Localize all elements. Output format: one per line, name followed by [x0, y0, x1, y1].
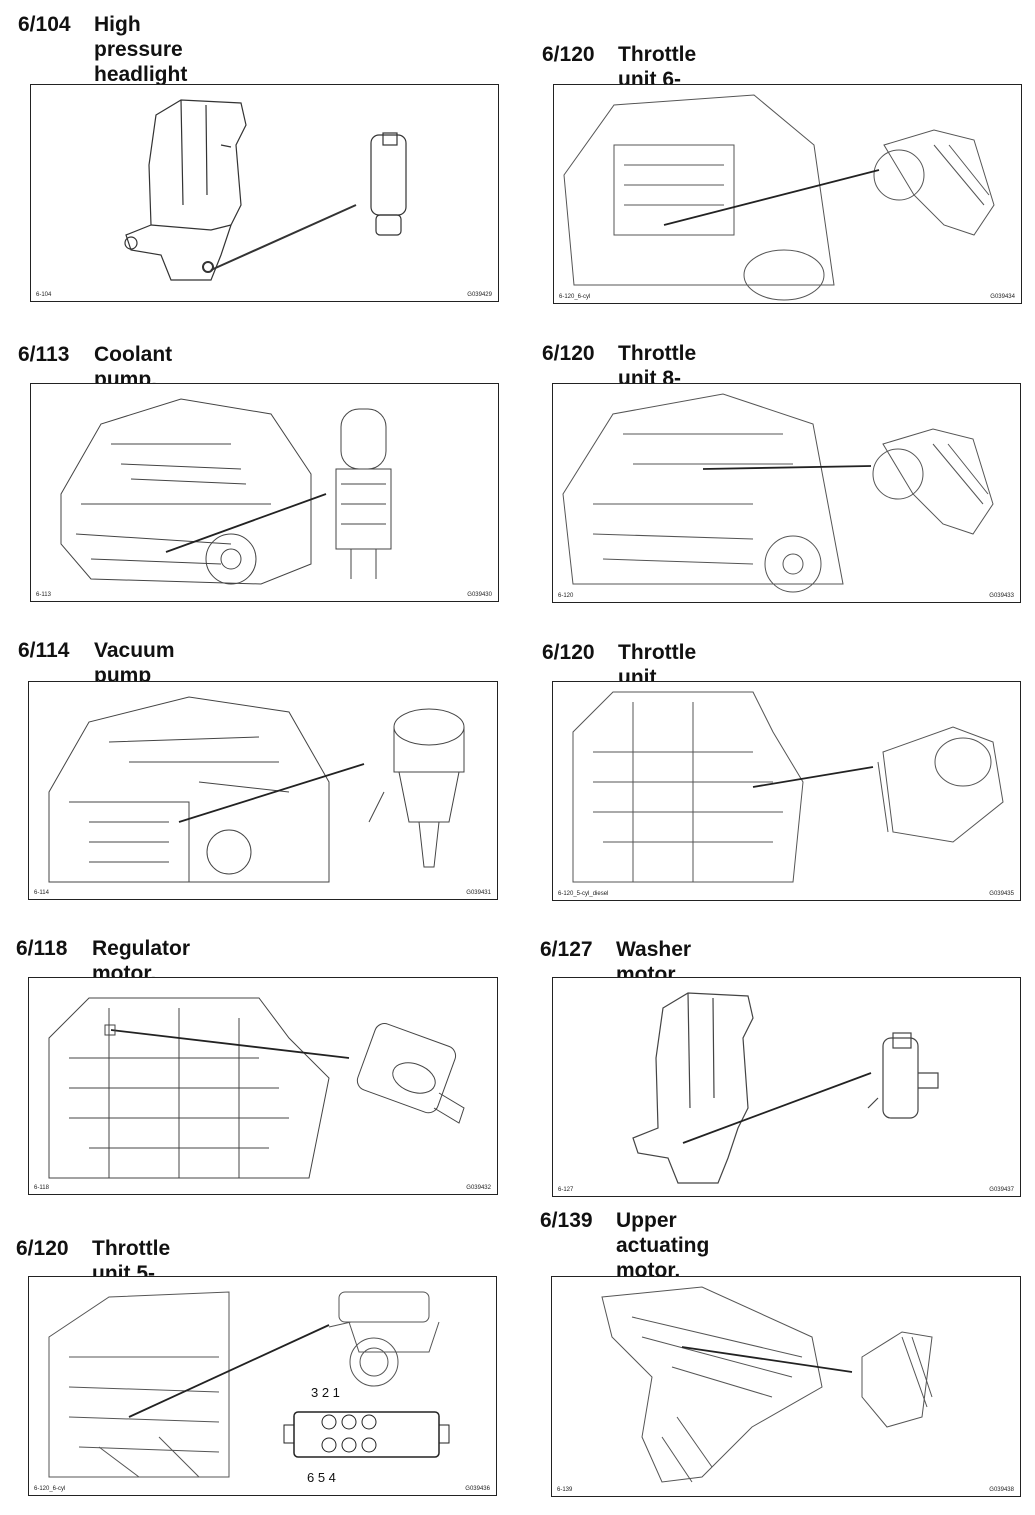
- section-number: 6/127: [540, 938, 593, 961]
- illustration-frame: 6-139 G039438: [551, 1276, 1021, 1497]
- drawing-id: G039432: [466, 1185, 491, 1191]
- drawing-code: 6-113: [36, 592, 51, 598]
- section-number: 6/114: [18, 639, 70, 662]
- drawing-id: G039431: [466, 890, 491, 896]
- section-number: 6/139: [540, 1209, 593, 1232]
- drawing-code: 6-104: [36, 292, 52, 298]
- section-number: 6/120: [542, 43, 595, 66]
- drawing-code: 6-139: [557, 1487, 573, 1493]
- washer-motor-illustration: [632, 992, 939, 1184]
- drawing-code: 6-120_5-cyl_diesel: [558, 891, 609, 897]
- section-number: 6/113: [18, 343, 70, 366]
- illustration-frame: 6-104 G039429: [30, 84, 499, 302]
- illustration-frame: 6-120_6-cyl G039434: [553, 84, 1022, 304]
- illustration-frame: 6-118 G039432: [28, 977, 498, 1195]
- illustration-frame: 6-120_5-cyl_diesel G039435: [552, 681, 1021, 901]
- drawing-id: G039433: [989, 593, 1014, 599]
- drawing-id: G039436: [465, 1486, 490, 1492]
- connector-pins-top: 3 2 1: [311, 1385, 340, 1400]
- drawing-code: 6-127: [558, 1187, 574, 1193]
- washer-reservoir-illustration: [124, 99, 407, 281]
- drawing-code: 6-120_6-cyl: [34, 1486, 66, 1492]
- section-number: 6/120: [16, 1237, 69, 1260]
- drawing-id: G039437: [989, 1187, 1014, 1193]
- connector-pins-bottom: 6 5 4: [307, 1470, 336, 1485]
- drawing-id: G039438: [989, 1487, 1014, 1493]
- section-number: 6/104: [18, 13, 71, 36]
- drawing-id: G039435: [989, 891, 1014, 897]
- illustration-frame: 6-113 G039430: [30, 383, 499, 602]
- section-number: 6/118: [16, 937, 68, 960]
- illustration-frame: 6-114 G039431: [28, 681, 498, 900]
- car-coolant-pump-illustration: [60, 398, 392, 585]
- illustration-frame: 6-120 G039433: [552, 383, 1021, 603]
- drawing-code: 6-120_6-cyl: [559, 294, 591, 300]
- illustration-frame: 3 2 1 6 5 4 6-120_6-cyl G039436: [28, 1276, 497, 1496]
- throttle-unit-6cyl-illustration: [563, 94, 995, 301]
- intake-manifold-actuator-illustration: [601, 1286, 933, 1483]
- engine-swirl-throttle-illustration: [48, 997, 465, 1179]
- drawing-code: 6-118: [34, 1185, 49, 1191]
- drawing-id: G039429: [467, 292, 492, 298]
- section-number: 6/120: [542, 641, 595, 664]
- car-vacuum-pump-illustration: [48, 696, 465, 883]
- section-number: 6/120: [542, 342, 595, 365]
- illustration-frame: 6-127 G039437: [552, 977, 1021, 1197]
- drawing-code: 6-120: [558, 593, 574, 599]
- throttle-unit-5cyl-illustration: 3 2 1 6 5 4: [48, 1291, 450, 1485]
- throttle-unit-8cyl-illustration: [562, 393, 994, 593]
- drawing-code: 6-114: [34, 890, 49, 896]
- drawing-id: G039434: [990, 294, 1015, 300]
- throttle-unit-diesel-illustration: [572, 691, 1004, 883]
- drawing-id: G039430: [467, 592, 492, 598]
